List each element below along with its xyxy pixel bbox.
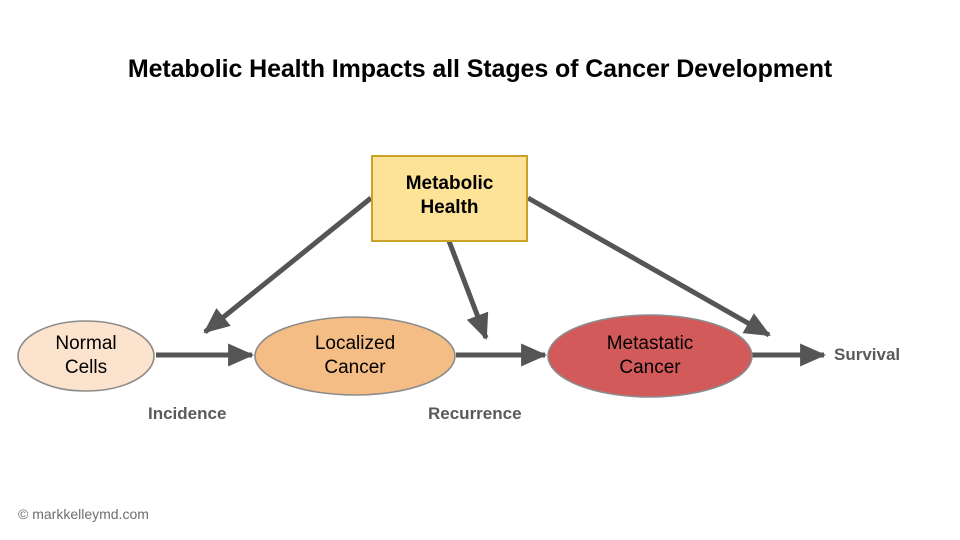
edge-label-recurrence: Recurrence bbox=[428, 404, 522, 423]
terminal-label-survival: Survival bbox=[834, 345, 901, 364]
influence-arrow-to-incidence bbox=[203, 196, 373, 334]
node-shape-metastatic-cancer[interactable] bbox=[547, 314, 753, 398]
page-title: Metabolic Health Impacts all Stages of C… bbox=[127, 55, 833, 83]
node-shape-normal-cells[interactable] bbox=[17, 320, 155, 392]
influence-arrow-to-recurrence bbox=[446, 240, 489, 340]
node-shape-localized-cancer[interactable] bbox=[254, 316, 456, 396]
influence-arrow-group bbox=[203, 195, 771, 340]
influence-arrow-to-survival bbox=[526, 195, 771, 338]
edge-label-incidence: Incidence bbox=[148, 404, 227, 423]
footer-credit: © markkelleymd.com bbox=[18, 506, 149, 522]
node-shape-metabolic-health[interactable] bbox=[371, 155, 528, 242]
